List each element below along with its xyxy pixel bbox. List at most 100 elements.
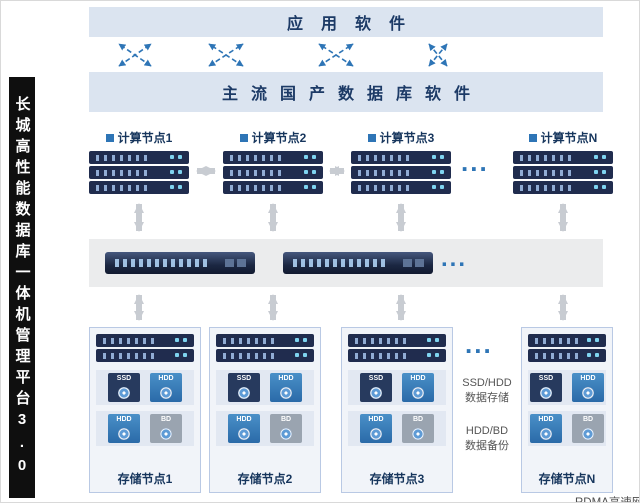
compute-node-label: 计算节点N xyxy=(540,131,598,145)
network-switch-icon xyxy=(283,252,433,274)
storage-node-label: 存储节点3 xyxy=(369,472,425,486)
rdma-network-label: RDMA高速网络 xyxy=(575,497,639,503)
disc-platter-icon xyxy=(582,428,594,440)
server-chip-icon xyxy=(528,133,537,142)
annotation-line: HDD/BD xyxy=(465,425,509,437)
storage-node-label: 存储节点2 xyxy=(237,472,293,486)
disk-type-label: HDD xyxy=(410,375,426,382)
data-backup-row: HDD BD xyxy=(216,411,314,446)
disk-type-label: BD xyxy=(280,416,292,423)
rack-unit xyxy=(96,334,194,347)
network-ellipsis: ... xyxy=(441,245,468,272)
compute-node-title: 计算节点3 xyxy=(351,129,451,146)
compute-node-label: 计算节点2 xyxy=(251,131,307,145)
server-rack-icon xyxy=(351,151,451,194)
hdd-disk-icon: HDD xyxy=(270,373,302,402)
rack-unit xyxy=(513,181,613,194)
disk-type-label: BD xyxy=(160,416,172,423)
server-rack-icon xyxy=(96,334,194,364)
disc-platter-icon xyxy=(370,428,382,440)
hdd-disk-icon: HDD xyxy=(402,373,434,402)
rack-unit xyxy=(528,334,606,347)
rack-unit xyxy=(513,151,613,164)
rack-unit xyxy=(348,334,446,347)
rack-unit xyxy=(216,334,314,347)
compute-node-n: 计算节点N xyxy=(513,129,613,196)
rack-unit xyxy=(96,349,194,362)
compute-node-title: 计算节点1 xyxy=(89,129,189,146)
data-storage-row: SSD HDD xyxy=(216,370,314,405)
storage-node-1: SSD HDD HDD BD 存储节点1 xyxy=(89,327,201,493)
backup-annotation: HDD/BD 数据备份 xyxy=(452,424,522,454)
disc-platter-icon xyxy=(280,387,292,399)
hdd-disk-icon: HDD xyxy=(150,373,182,402)
rack-unit xyxy=(223,151,323,164)
disk-type-label: SSD xyxy=(368,375,384,382)
disk-type-label: HDD xyxy=(368,416,384,423)
ssd-disk-icon: SSD xyxy=(360,373,392,402)
compute-ellipsis: ... xyxy=(461,147,489,177)
data-storage-row: SSD HDD xyxy=(528,370,606,405)
disc-platter-icon xyxy=(160,428,172,440)
disc-platter-icon xyxy=(118,428,130,440)
bd-disk-icon: BD xyxy=(572,414,604,443)
network-switch-icon xyxy=(105,252,255,274)
disk-type-label: HDD xyxy=(538,416,554,423)
hdd-disk-icon: HDD xyxy=(360,414,392,443)
server-rack-icon xyxy=(528,334,606,364)
disc-platter-icon xyxy=(582,387,594,399)
ssd-disk-icon: SSD xyxy=(228,373,260,402)
server-rack-icon xyxy=(348,334,446,364)
data-storage-row: SSD HDD xyxy=(348,370,446,405)
server-chip-icon xyxy=(239,133,248,142)
server-chip-icon xyxy=(367,133,376,142)
storage-ellipsis: ... xyxy=(465,329,493,359)
rack-unit xyxy=(223,181,323,194)
rack-unit xyxy=(351,151,451,164)
annotation-line: SSD/HDD xyxy=(462,377,512,389)
app-db-dashed-arrows xyxy=(118,43,448,67)
disc-platter-icon xyxy=(370,387,382,399)
compute-node-label: 计算节点1 xyxy=(117,131,173,145)
rdma-network-band: RDMA高速网络 xyxy=(89,239,639,502)
rack-unit xyxy=(216,349,314,362)
disc-platter-icon xyxy=(280,428,292,440)
data-backup-row: HDD BD xyxy=(96,411,194,446)
disk-type-label: HDD xyxy=(278,375,294,382)
rack-unit xyxy=(351,166,451,179)
disk-type-label: HDD xyxy=(580,375,596,382)
storage-node-3: SSD HDD HDD BD 存储节点3 xyxy=(341,327,453,493)
disk-type-label: SSD xyxy=(116,375,132,382)
disc-platter-icon xyxy=(540,387,552,399)
data-backup-row: HDD BD xyxy=(528,411,606,446)
ssd-disk-icon: SSD xyxy=(530,373,562,402)
annotation-line: 数据存储 xyxy=(465,391,509,404)
platform-title-bar: 长城高性能数据库一体机管理平台3.0 xyxy=(9,77,35,498)
server-rack-icon xyxy=(89,151,189,194)
disc-platter-icon xyxy=(238,428,250,440)
disk-type-label: BD xyxy=(412,416,424,423)
data-backup-row: HDD BD xyxy=(348,411,446,446)
disk-type-label: HDD xyxy=(158,375,174,382)
server-rack-icon xyxy=(216,334,314,364)
data-storage-row: SSD HDD xyxy=(96,370,194,405)
bd-disk-icon: BD xyxy=(402,414,434,443)
rack-unit xyxy=(89,151,189,164)
storage-node-n: SSD HDD HDD BD 存储节点N xyxy=(521,327,613,493)
disc-platter-icon xyxy=(540,428,552,440)
server-rack-icon xyxy=(223,151,323,194)
rack-unit xyxy=(348,349,446,362)
rack-unit xyxy=(528,349,606,362)
storage-annotation: SSD/HDD 数据存储 xyxy=(452,376,522,406)
storage-node-label: 存储节点1 xyxy=(117,472,173,486)
disc-platter-icon xyxy=(412,387,424,399)
compute-node-2: 计算节点2 xyxy=(223,129,323,196)
disc-platter-icon xyxy=(160,387,172,399)
rack-unit xyxy=(89,166,189,179)
disk-type-label: SSD xyxy=(538,375,554,382)
hdd-disk-icon: HDD xyxy=(108,414,140,443)
disk-type-label: BD xyxy=(582,416,594,423)
bd-disk-icon: BD xyxy=(150,414,182,443)
storage-node-2: SSD HDD HDD BD 存储节点2 xyxy=(209,327,321,493)
